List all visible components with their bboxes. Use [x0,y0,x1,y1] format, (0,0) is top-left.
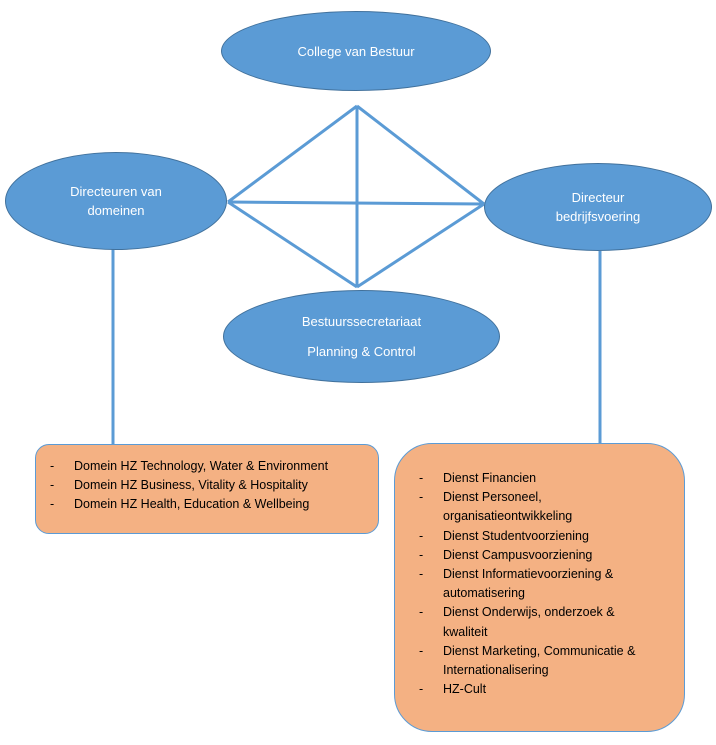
list-item: Dienst Marketing, Communicatie & Internat… [419,642,678,680]
list-item-line1: Dienst Campusvoorziening [443,547,593,562]
list-item: Dienst Informatievoorziening & automatise… [419,565,678,603]
node-label-line1: Directeur [571,190,625,205]
list-item: Dienst Campusvoorziening [419,546,678,565]
node-label-line2: domeinen [87,203,145,218]
connector-bedrijfsvoering-to-secretariaat [356,202,485,289]
domains-list: Domein HZ Technology, Water & Environmen… [50,457,372,515]
list-item-line1: Dienst Informatievoorziening & [443,567,614,582]
list-item: Dienst Onderwijs, onderzoek & kwaliteit [419,603,678,641]
list-item-line2: automatisering [443,586,525,601]
services-list: Dienst Financien Dienst Personeel, organi… [419,469,678,700]
list-item: Dienst Financien [419,469,678,488]
list-item-line2: organisatieontwikkeling [443,509,573,524]
list-item: Domein HZ Business, Vitality & Hospitali… [50,476,372,495]
node-label-line1: Bestuurssecretariaat [301,314,422,329]
list-item-line2: kwaliteit [443,624,488,639]
connector-college-to-bedrijfsvoering [356,104,485,206]
list-item: Domein HZ Technology, Water & Environmen… [50,457,372,476]
connector-directeuren-to-bedrijfsvoering [227,200,485,206]
node-label-line1: Directeuren van [70,184,162,199]
list-item: HZ-Cult [419,680,678,699]
node-label-line2: bedrijfsvoering [555,209,641,224]
node-label-line2: Planning & Control [307,344,416,359]
list-item: Dienst Studentvoorziening [419,527,678,546]
list-item-line1: Dienst Onderwijs, onderzoek & [443,605,615,620]
list-item: Domein HZ Health, Education & Wellbeing [50,495,372,514]
list-item-line1: Dienst Marketing, Communicatie & [443,643,636,658]
domains-box: Domein HZ Technology, Water & Environmen… [35,444,379,534]
node-bestuurssecretariaat: Bestuurssecretariaat Planning & Control [223,290,500,383]
node-label: College van Bestuur [297,43,415,59]
list-item: Dienst Personeel, organisatieontwikkeling [419,488,678,526]
services-box: Dienst Financien Dienst Personeel, organi… [394,443,685,732]
list-item-line1: HZ-Cult [443,682,487,697]
node-college-van-bestuur: College van Bestuur [221,11,491,91]
node-directeur-bedrijfsvoering: Directeur bedrijfsvoering [484,163,712,251]
connector-college-to-directeuren [227,104,358,204]
list-item-line1: Dienst Personeel, [443,490,542,505]
node-directeuren-van-domeinen: Directeuren van domeinen [5,152,227,250]
list-item-line1: Dienst Studentvoorziening [443,528,589,543]
connector-directeuren-to-secretariaat [227,200,358,289]
list-item-line1: Dienst Financien [443,471,537,485]
list-item-line2: Internationalisering [443,663,549,678]
